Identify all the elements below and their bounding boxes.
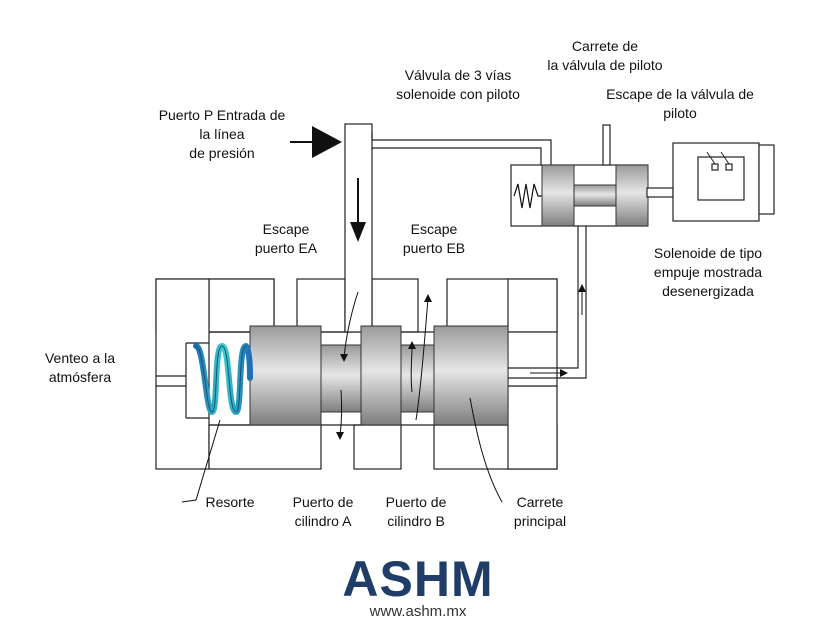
label-pilot-exhaust: Escape de la válvula de [606,86,754,102]
label-solenoid-2: empuje mostrada [654,264,762,280]
label-spring: Resorte [205,494,254,510]
label-vent-2: atmósfera [49,369,111,385]
flow-arrowheads [336,294,432,440]
label-main-spool: Carrete [517,494,564,510]
label-3-way-valve: Válvula de 3 vías [405,67,512,83]
label-port-p-2: la línea [199,126,244,142]
pressure-inlet-arrow [290,126,342,158]
solenoid-terminals [706,151,730,165]
pilot-exhaust-stem [602,124,611,166]
main-valve-body [155,278,558,470]
logo-url: www.ashm.mx [369,603,467,620]
label-cylinder-a: Puerto de [293,494,354,510]
label-cylinder-a-2: cilindro A [295,513,352,529]
label-exhaust-eb: Escape [411,221,458,237]
leader-lines [181,397,503,503]
label-cylinder-b-2: cilindro B [387,513,445,529]
labels: Carrete de la válvula de piloto Válvula … [45,38,762,529]
pilot-return-arrows [530,284,586,377]
label-pilot-spool-2: la válvula de piloto [547,57,662,73]
label-main-spool-2: principal [514,513,566,529]
label-solenoid: Solenoide de tipo [654,245,762,261]
label-3-way-valve-2: solenoide con piloto [396,86,520,102]
label-port-p: Puerto P Entrada de [159,107,286,123]
pilot-spool [541,164,649,227]
pilot-supply-line [371,132,552,165]
solenoid-push-rod [646,187,674,198]
main-spring-outline [195,345,247,413]
label-exhaust-eb-2: puerto EB [403,240,465,256]
label-pilot-exhaust-2: piloto [663,105,697,121]
label-solenoid-3: desenergizada [662,283,754,299]
label-exhaust-ea: Escape [263,221,310,237]
label-vent: Venteo a la [45,350,115,366]
ashm-logo: ASHM www.ashm.mx [342,551,493,620]
solenoid [672,142,775,222]
pilot-return-line [508,226,587,379]
label-exhaust-ea-2: puerto EA [255,240,318,256]
pressure-down-arrow [350,178,366,242]
logo-name: ASHM [342,551,493,607]
pilot-spring [513,183,542,209]
label-cylinder-b: Puerto de [386,494,447,510]
main-spool [249,325,509,426]
label-port-p-3: de presión [189,145,254,161]
label-pilot-spool: Carrete de [572,38,638,54]
